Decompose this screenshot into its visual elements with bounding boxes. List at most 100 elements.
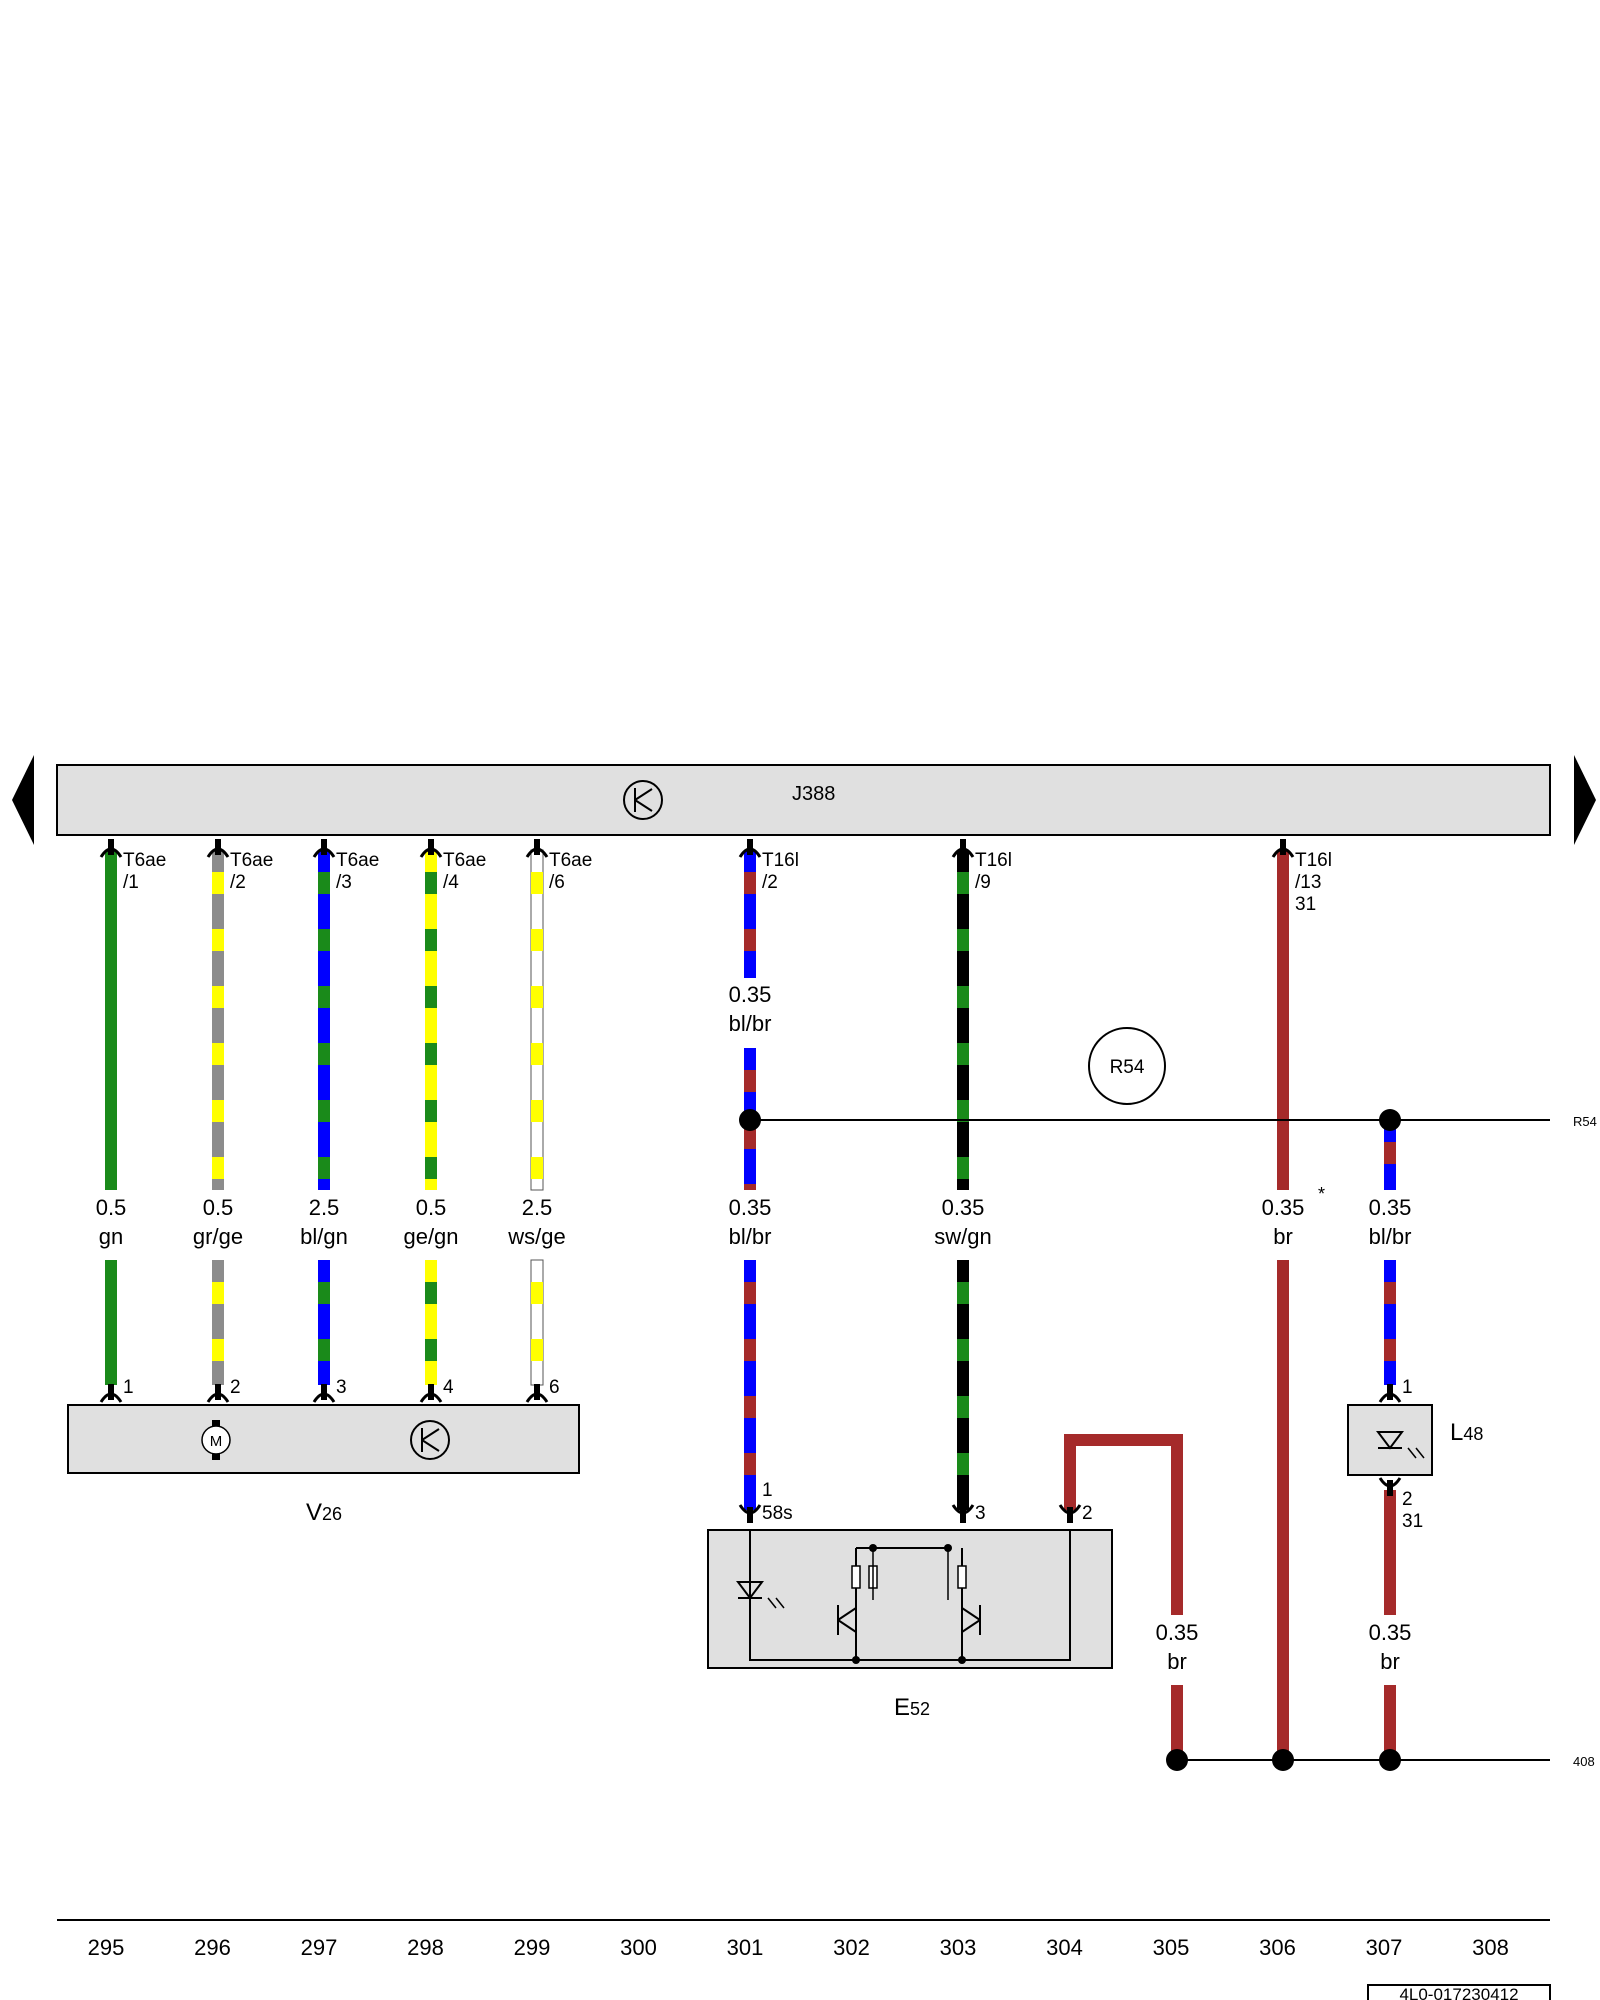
left-nav-arrow[interactable] xyxy=(12,755,34,845)
column-number: 308 xyxy=(1472,1935,1509,1960)
wire-stripe xyxy=(957,1282,969,1304)
terminal-pin xyxy=(215,839,221,855)
connector-terminal xyxy=(1378,1477,1402,1496)
wire-base xyxy=(105,1260,117,1385)
column-number: 298 xyxy=(407,1935,444,1960)
wire-stripe xyxy=(425,1282,437,1304)
component-l48: L48 xyxy=(1347,1404,1483,1476)
wire-stripe xyxy=(957,1453,969,1475)
wire-stripe xyxy=(531,1100,543,1122)
wire-base xyxy=(1384,1490,1396,1615)
connector-terminal xyxy=(419,1384,443,1403)
connector-pin-sub: /2 xyxy=(230,872,246,893)
terminal-pin xyxy=(108,839,114,855)
wire-base xyxy=(1277,850,1289,1190)
v26-label: V26 xyxy=(306,1499,342,1526)
wire-base xyxy=(530,849,544,1191)
e52-pin-label: 2 xyxy=(1082,1503,1093,1524)
wire-v26-5-lower xyxy=(530,1259,544,1386)
wire-size-label: 0.35 xyxy=(1369,1195,1412,1220)
wire-stripe xyxy=(212,1282,224,1304)
wire-stripe xyxy=(531,872,543,894)
wire-base xyxy=(425,850,437,1190)
wire-color-label: ge/gn xyxy=(403,1224,458,1249)
wire-size-label: 0.5 xyxy=(203,1195,234,1220)
wire-stripe xyxy=(531,986,543,1008)
wire-v26-4-lower xyxy=(425,1260,437,1385)
wire-stripe xyxy=(957,929,969,951)
connector-pin-label: T6ae xyxy=(123,850,166,871)
right-nav-arrow[interactable] xyxy=(1574,755,1596,845)
wire-base xyxy=(1384,1260,1396,1385)
motor-symbol: M xyxy=(210,1433,223,1450)
wire-base xyxy=(1277,1260,1289,1760)
v26-pin-label: 4 xyxy=(443,1377,454,1398)
wire-color-label: ws/ge xyxy=(507,1224,565,1249)
wire-stripe xyxy=(531,1282,543,1304)
connector-pin-sub: /3 xyxy=(336,872,352,893)
resistor-icon xyxy=(957,1565,967,1589)
wire-stripe xyxy=(212,872,224,894)
wire-l48-ground xyxy=(1384,1490,1396,1615)
wire-color-label: bl/br xyxy=(1369,1224,1412,1249)
terminal-pin xyxy=(1280,839,1286,855)
wire-stripe xyxy=(425,929,437,951)
wire-stripe xyxy=(957,1396,969,1418)
wire-stripe xyxy=(957,1157,969,1179)
connector-pin-sub: /13 xyxy=(1295,872,1321,893)
transistor-icon xyxy=(623,780,663,820)
wire-301-upper xyxy=(744,850,756,978)
wire-stripe xyxy=(957,872,969,894)
connector-terminal xyxy=(525,839,549,858)
column-number: 305 xyxy=(1153,1935,1190,1960)
wire-l48-ground-lower xyxy=(1384,1685,1396,1760)
wire-size-label: 2.5 xyxy=(309,1195,340,1220)
terminal-pin xyxy=(428,839,434,855)
wire-v26-4 xyxy=(425,850,437,1190)
wire-base xyxy=(425,1260,437,1385)
wire-base xyxy=(318,1260,330,1385)
r54-bus: R54 R54 xyxy=(750,1027,1597,1129)
wire-size-label: 0.35 xyxy=(729,982,772,1007)
terminal-pin xyxy=(960,1507,966,1523)
wire-stripe xyxy=(744,929,756,951)
wire-stripe xyxy=(744,872,756,894)
connector-pin-label: T16l xyxy=(975,850,1012,871)
wire-stripe xyxy=(1384,1282,1396,1304)
column-number: 303 xyxy=(940,1935,977,1960)
wire-stripe xyxy=(957,986,969,1008)
v26-pin-label: 2 xyxy=(230,1377,241,1398)
terminal-pin xyxy=(747,1507,753,1523)
wire-stripe xyxy=(425,986,437,1008)
wire-stripe xyxy=(531,929,543,951)
r54-edge-label: R54 xyxy=(1573,1114,1597,1129)
wire-stripe xyxy=(744,1184,756,1190)
wire-stripe xyxy=(957,1339,969,1361)
terminal-pin xyxy=(215,1384,221,1400)
connector-terminal xyxy=(206,839,230,858)
column-number: 304 xyxy=(1046,1935,1083,1960)
column-number: 295 xyxy=(88,1935,125,1960)
connector-pin-label: T6ae xyxy=(443,850,486,871)
wire-e52-pin2 xyxy=(1064,1434,1183,1615)
wire-v26-2-lower xyxy=(212,1260,224,1385)
e52-pin-label: 58s xyxy=(762,1503,793,1524)
wire-size-label: 0.35 xyxy=(1369,1620,1412,1645)
wire-stripe xyxy=(425,872,437,894)
connector-terminal xyxy=(525,1384,549,1403)
connector-pin-label: T16l xyxy=(1295,850,1332,871)
column-number: 301 xyxy=(727,1935,764,1960)
wire-base xyxy=(744,850,756,978)
r54-circle-label: R54 xyxy=(1110,1057,1145,1078)
connector-pin-sub: /4 xyxy=(443,872,459,893)
wire-stripe xyxy=(957,1043,969,1065)
wire-stripe xyxy=(318,872,330,894)
ground-ref-label: 408 xyxy=(1573,1754,1595,1769)
wire-base xyxy=(212,850,224,1190)
terminal-pin xyxy=(534,1384,540,1400)
led-icon xyxy=(736,1581,764,1600)
wire-base xyxy=(530,1259,544,1386)
connector-terminal xyxy=(1058,1504,1082,1523)
wire-size-label: 0.5 xyxy=(96,1195,127,1220)
wire-stripe xyxy=(318,1282,330,1304)
